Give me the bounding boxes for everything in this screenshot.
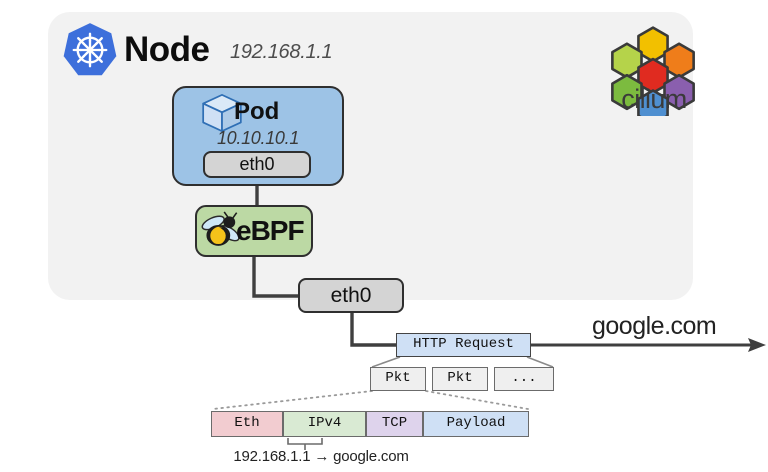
node-title: Node — [124, 30, 210, 69]
packet-segment-payload: Payload — [423, 411, 529, 437]
pod-interface-eth0: eth0 — [203, 151, 311, 178]
destination-label: google.com — [592, 312, 717, 340]
node-panel — [48, 12, 693, 300]
node-interface-eth0: eth0 — [298, 278, 404, 313]
ebpf-label: eBPF — [236, 215, 305, 246]
packet-box: Pkt — [432, 367, 488, 391]
packet-segment-tcp: TCP — [366, 411, 423, 437]
cilium-wordmark: cilium — [621, 84, 687, 114]
pod-ip-label: 10.10.10.1 — [216, 128, 300, 148]
node-ip-label: 192.168.1.1 — [230, 41, 333, 63]
pod-title: Pod — [234, 98, 280, 125]
cube-icon — [202, 94, 242, 132]
bee-icon — [201, 211, 240, 246]
packet-segment-eth: Eth — [211, 411, 283, 437]
packet-segment-ipv4: IPv4 — [283, 411, 366, 437]
packet-box: Pkt — [370, 367, 426, 391]
packet-box-ellipsis: ... — [494, 367, 554, 391]
http-request-box: HTTP Request — [396, 333, 531, 357]
kubernetes-logo — [63, 23, 117, 76]
ip-flow-annotation: 192.168.1.1 → google.com — [233, 448, 409, 465]
cilium-logo — [611, 26, 695, 116]
